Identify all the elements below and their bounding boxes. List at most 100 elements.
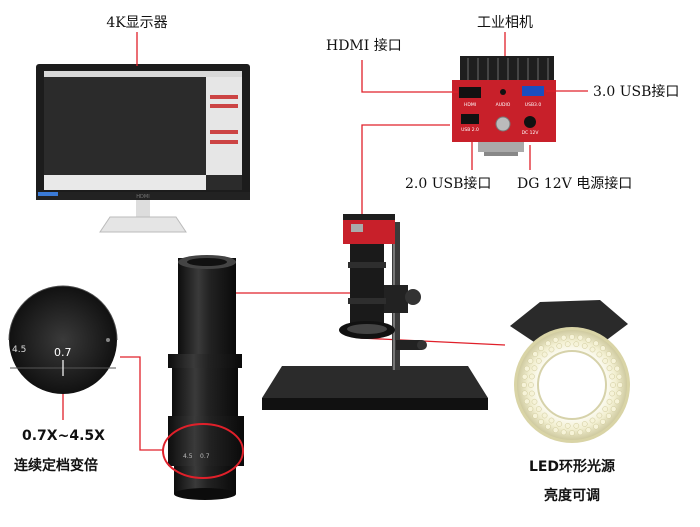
led-dot — [609, 390, 615, 397]
zoom-highlight-ring — [162, 423, 244, 479]
led-dot — [541, 351, 548, 358]
led-dot — [521, 373, 528, 380]
led-dot — [596, 412, 603, 419]
led-dot — [535, 406, 542, 412]
focus-knob — [405, 289, 421, 305]
led-dot — [569, 334, 575, 340]
led-dot — [548, 346, 555, 353]
microscope-stand — [262, 214, 488, 410]
led-dot — [596, 351, 603, 358]
callout-hdmi — [361, 60, 458, 93]
led-dot — [548, 417, 555, 424]
led-ring-center — [538, 351, 606, 419]
led-dot — [610, 358, 617, 364]
lens-upper-tube — [178, 258, 236, 354]
led-dot — [538, 345, 544, 352]
led-dot — [535, 358, 542, 364]
led-dot — [541, 412, 548, 419]
led-dot — [556, 343, 563, 349]
label-brightness: 亮度可调 — [544, 487, 600, 504]
led-dot — [581, 343, 588, 349]
label-usb3: 3.0 USB接口 — [593, 83, 679, 100]
monitor-side-panel — [206, 77, 242, 175]
led-dot — [545, 423, 551, 430]
led-dot — [573, 422, 580, 429]
zoom-tick-a: 4.5 — [12, 345, 26, 355]
label-zoom-range: 0.7X~4.5X — [22, 428, 105, 444]
callout-lines — [62, 32, 588, 451]
led-dot — [552, 427, 559, 433]
lens-small-tick-a: 4.5 — [183, 453, 193, 460]
led-dot — [593, 423, 599, 430]
zoom-lens-large: 4.5 0.7 — [162, 255, 244, 500]
led-dot — [564, 341, 571, 348]
dc-port-label: DC 12V — [522, 130, 540, 136]
usb2-port-label: USB 2.0 — [461, 127, 479, 133]
led-dot — [528, 382, 534, 388]
led-dot — [610, 406, 617, 412]
led-dot — [521, 390, 528, 397]
led-dot — [532, 413, 539, 419]
monitor: HDMI — [36, 64, 250, 233]
led-dot — [616, 390, 623, 397]
led-dot — [606, 398, 613, 405]
led-dot — [577, 334, 584, 341]
led-dot — [573, 341, 580, 348]
callout-zoom-circle — [120, 356, 163, 451]
led-dot — [585, 427, 592, 433]
monitor-brand: HDMI — [136, 194, 149, 200]
led-dot — [589, 346, 596, 353]
lens-middle-tube — [172, 368, 238, 416]
camera-mount — [478, 142, 524, 152]
led-dot — [589, 417, 596, 424]
monitor-stand-base — [99, 216, 187, 233]
label-usb2: 2.0 USB接口 — [405, 175, 491, 192]
led-ring-housing-top — [510, 300, 628, 342]
led-dot — [617, 382, 623, 388]
led-dot — [610, 382, 616, 388]
led-dot — [552, 337, 559, 343]
led-dot — [614, 398, 620, 405]
stand-camera-body — [343, 218, 395, 244]
industrial-camera: HDMI AUDIO USB3.0 USB 2.0 DC 12V — [452, 56, 556, 156]
led-dot — [581, 421, 588, 427]
led-dot — [602, 406, 609, 412]
label-power: DG 12V 电源接口 — [517, 175, 632, 192]
led-dot — [600, 418, 606, 425]
led-dot — [545, 340, 551, 347]
led-dot — [527, 358, 534, 364]
led-dot — [616, 373, 623, 380]
led-dot — [577, 429, 584, 436]
hdmi-port-label: HDMI — [464, 102, 476, 108]
audio-port-label: AUDIO — [496, 102, 511, 108]
led-dot — [605, 351, 612, 357]
led-dot — [609, 373, 615, 380]
label-monitor: 4K显示器 — [106, 15, 167, 31]
stand-lens — [350, 244, 384, 328]
monitor-status-strip — [44, 175, 206, 190]
led-dot — [524, 398, 530, 405]
callout-ring-to-stand — [359, 337, 506, 346]
monitor-toolbar — [44, 71, 242, 77]
stand-base-top — [262, 366, 488, 398]
led-dot — [529, 390, 535, 397]
led-dot — [593, 340, 599, 347]
led-dot — [606, 365, 613, 372]
led-dot — [532, 351, 539, 357]
lens-small-tick-b: 0.7 — [200, 453, 210, 460]
label-hdmi: HDMI 接口 — [326, 37, 402, 54]
label-zoom-detent: 连续定档变倍 — [14, 457, 98, 474]
monitor-neck — [136, 200, 150, 218]
led-dot — [527, 406, 534, 412]
led-dot — [564, 422, 571, 429]
led-dot — [560, 429, 567, 436]
usb3-port-label: USB3.0 — [525, 102, 542, 108]
led-dot — [556, 421, 563, 427]
led-dot — [531, 365, 538, 372]
led-array — [521, 334, 623, 436]
led-dot — [531, 398, 538, 405]
stand-base-edge — [262, 398, 488, 410]
led-dot — [560, 334, 567, 341]
label-industrial-camera: 工业相机 — [477, 15, 533, 31]
